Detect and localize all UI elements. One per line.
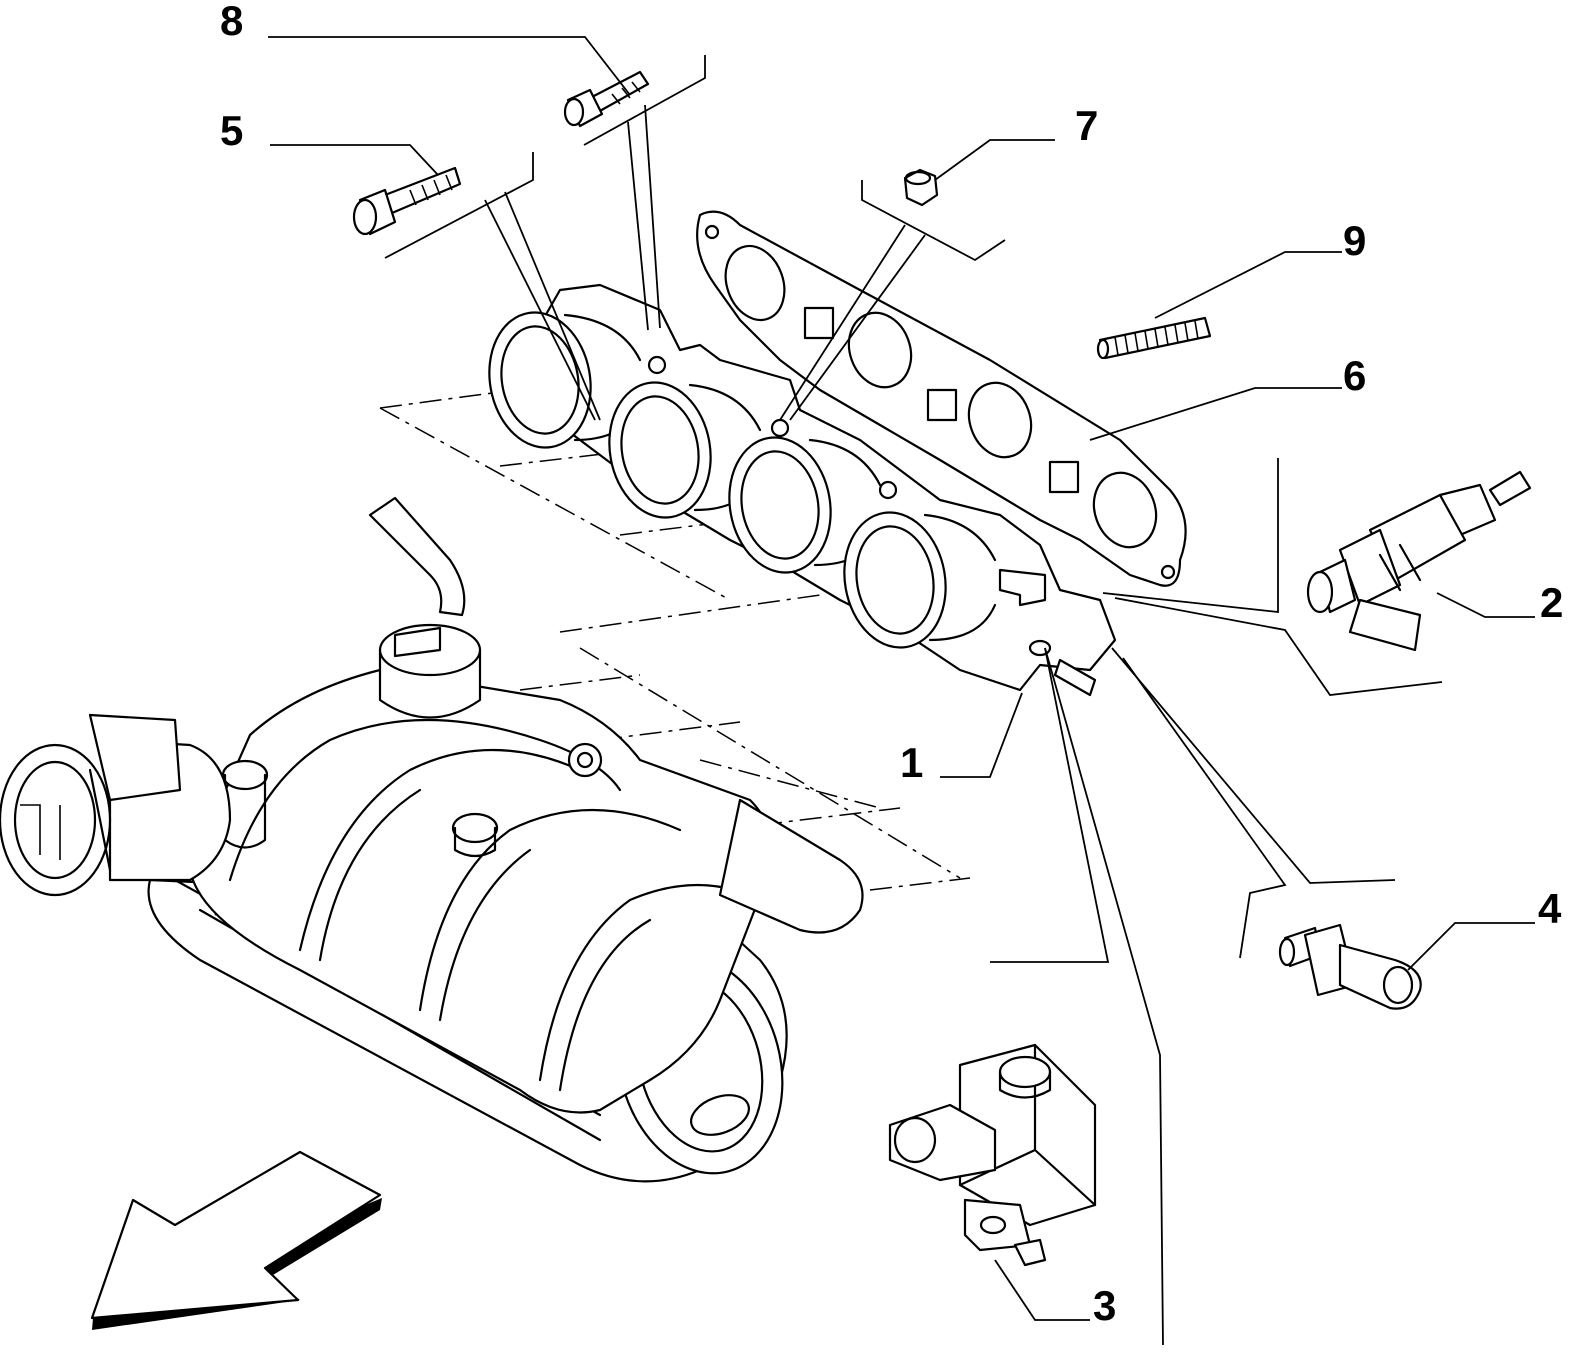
bolt-8 (563, 70, 650, 128)
temperature-sensor-4 (1278, 923, 1422, 1010)
leader-lines (268, 36, 1535, 1346)
callout-1: 1 (900, 739, 923, 786)
callout-6: 6 (1343, 352, 1366, 399)
front-direction-arrow-icon (90, 1150, 382, 1330)
intake-manifold (0, 496, 864, 1183)
fuel-injector-2 (1306, 470, 1532, 652)
callout-7: 7 (1075, 102, 1098, 149)
callout-9: 9 (1343, 217, 1366, 264)
bolt-5 (352, 166, 462, 236)
callout-8: 8 (220, 0, 243, 44)
callout-2: 2 (1540, 579, 1563, 626)
manifold-gasket (696, 210, 1187, 587)
callout-5: 5 (220, 107, 243, 154)
nut-7 (903, 168, 939, 207)
manifold-flange (488, 283, 1117, 697)
map-sensor-3 (888, 1043, 1097, 1267)
callout-numbers: 8 5 7 9 6 2 1 4 3 (220, 0, 1563, 1329)
callout-4: 4 (1538, 885, 1562, 932)
stud-9 (1096, 316, 1212, 360)
callout-3: 3 (1093, 1282, 1116, 1329)
